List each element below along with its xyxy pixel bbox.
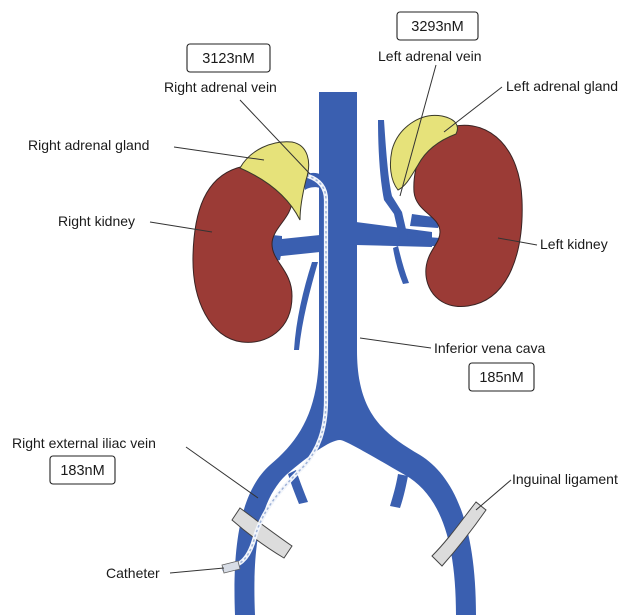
label-inguinal-ligament: Inguinal ligament bbox=[512, 471, 618, 487]
right-iliac-branch bbox=[288, 470, 308, 504]
label-left-kidney: Left kidney bbox=[540, 236, 608, 252]
label-right-adrenal-vein: Right adrenal vein bbox=[164, 79, 277, 95]
label-inferior-vena-cava: Inferior vena cava bbox=[434, 340, 545, 356]
measurement-left-adrenal-vein: 3293nM bbox=[397, 12, 478, 40]
measurement-right-external-iliac-vein: 183nM bbox=[50, 456, 115, 484]
left-iliac-branch bbox=[390, 474, 408, 508]
label-left-adrenal-gland: Left adrenal gland bbox=[506, 78, 618, 94]
measurement-inferior-vena-cava: 185nM bbox=[469, 363, 534, 391]
value-left-adrenal-vein: 3293nM bbox=[411, 19, 463, 35]
value-inferior-vena-cava: 185nM bbox=[479, 370, 523, 386]
leader-catheter bbox=[170, 568, 224, 573]
leader-right-external-iliac-vein bbox=[186, 447, 258, 498]
label-left-adrenal-vein: Left adrenal vein bbox=[378, 48, 482, 64]
value-right-external-iliac-vein: 183nM bbox=[60, 463, 104, 479]
label-right-adrenal-gland: Right adrenal gland bbox=[28, 137, 149, 153]
labels: Right adrenal vein Left adrenal vein Rig… bbox=[12, 48, 618, 581]
label-right-kidney: Right kidney bbox=[58, 213, 135, 229]
measurement-right-adrenal-vein: 3123nM bbox=[187, 44, 270, 72]
value-right-adrenal-vein: 3123nM bbox=[202, 51, 254, 67]
right-gonadal-vein bbox=[294, 262, 318, 350]
leader-left-adrenal-gland bbox=[444, 87, 502, 132]
left-kidney bbox=[414, 125, 522, 306]
label-catheter: Catheter bbox=[106, 565, 160, 581]
leader-inguinal-ligament bbox=[476, 480, 511, 510]
leader-inferior-vena-cava bbox=[360, 338, 431, 348]
leader-right-adrenal-gland bbox=[174, 147, 264, 160]
label-right-external-iliac-vein: Right external iliac vein bbox=[12, 435, 156, 451]
left-gonadal-vein bbox=[393, 246, 409, 284]
